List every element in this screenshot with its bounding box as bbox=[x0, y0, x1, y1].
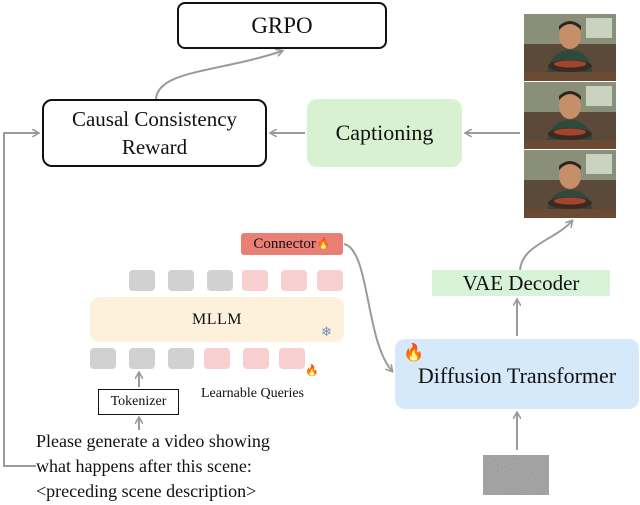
input-token bbox=[90, 348, 116, 369]
input-token bbox=[168, 348, 194, 369]
causal-consistency-reward-box: Causal Consistency Reward bbox=[42, 99, 267, 167]
mllm-box: MLLM ❄ bbox=[90, 297, 344, 342]
learnable-query-token bbox=[279, 348, 305, 369]
grpo-label: GRPO bbox=[251, 12, 313, 38]
connector-box: Connector 🔥 bbox=[241, 233, 343, 255]
tokenizer-box: Tokenizer bbox=[98, 389, 179, 415]
vae-decoder-label: VAE Decoder bbox=[462, 270, 580, 295]
reward-label-line1: Causal Consistency bbox=[71, 107, 238, 131]
flame-icon: 🔥 bbox=[305, 365, 319, 377]
prompt-line2: what happens after this scene: bbox=[36, 456, 252, 476]
prompt-line3: <preceding scene description> bbox=[36, 481, 257, 501]
vae-decoder-box: VAE Decoder bbox=[432, 270, 610, 296]
output-query-token bbox=[281, 270, 307, 291]
output-token bbox=[129, 270, 155, 291]
output-query-token bbox=[317, 270, 343, 291]
diffusion-transformer-box: 🔥 Diffusion Transformer bbox=[395, 339, 639, 409]
output-query-token bbox=[242, 270, 268, 291]
learnable-query-token bbox=[204, 348, 230, 369]
arrow-connector-to-dit bbox=[343, 243, 392, 371]
tokenizer-label: Tokenizer bbox=[110, 394, 167, 409]
captioning-label: Captioning bbox=[335, 120, 434, 145]
generated-video-frames bbox=[524, 14, 616, 218]
snowflake-icon: ❄ bbox=[321, 324, 333, 339]
mllm-label: MLLM bbox=[192, 310, 242, 328]
captioning-box: Captioning bbox=[307, 99, 462, 167]
video-frame bbox=[524, 150, 616, 218]
output-token bbox=[168, 270, 194, 291]
learnable-queries-caption: Learnable Queries bbox=[201, 386, 304, 401]
video-frame bbox=[524, 14, 616, 81]
arrow-reward-to-grpo bbox=[155, 51, 282, 100]
prompt-line1: Please generate a video showing bbox=[36, 431, 270, 451]
learnable-query-token bbox=[243, 348, 269, 369]
arrow-vae-to-frames bbox=[519, 221, 572, 271]
text-prompt: Please generate a video showing what hap… bbox=[36, 429, 336, 504]
reward-label-line2: Reward bbox=[121, 135, 188, 159]
flame-icon: 🔥 bbox=[403, 343, 425, 362]
input-token bbox=[129, 348, 155, 369]
diffusion-transformer-label: Diffusion Transformer bbox=[417, 363, 617, 388]
arrow-prompt-to-reward bbox=[3, 133, 38, 467]
grpo-box: GRPO bbox=[177, 2, 387, 49]
output-token bbox=[207, 270, 233, 291]
noise-input-image bbox=[483, 455, 549, 495]
connector-label: Connector bbox=[253, 235, 316, 252]
flame-icon: 🔥 bbox=[316, 237, 331, 250]
video-frame bbox=[524, 82, 616, 149]
